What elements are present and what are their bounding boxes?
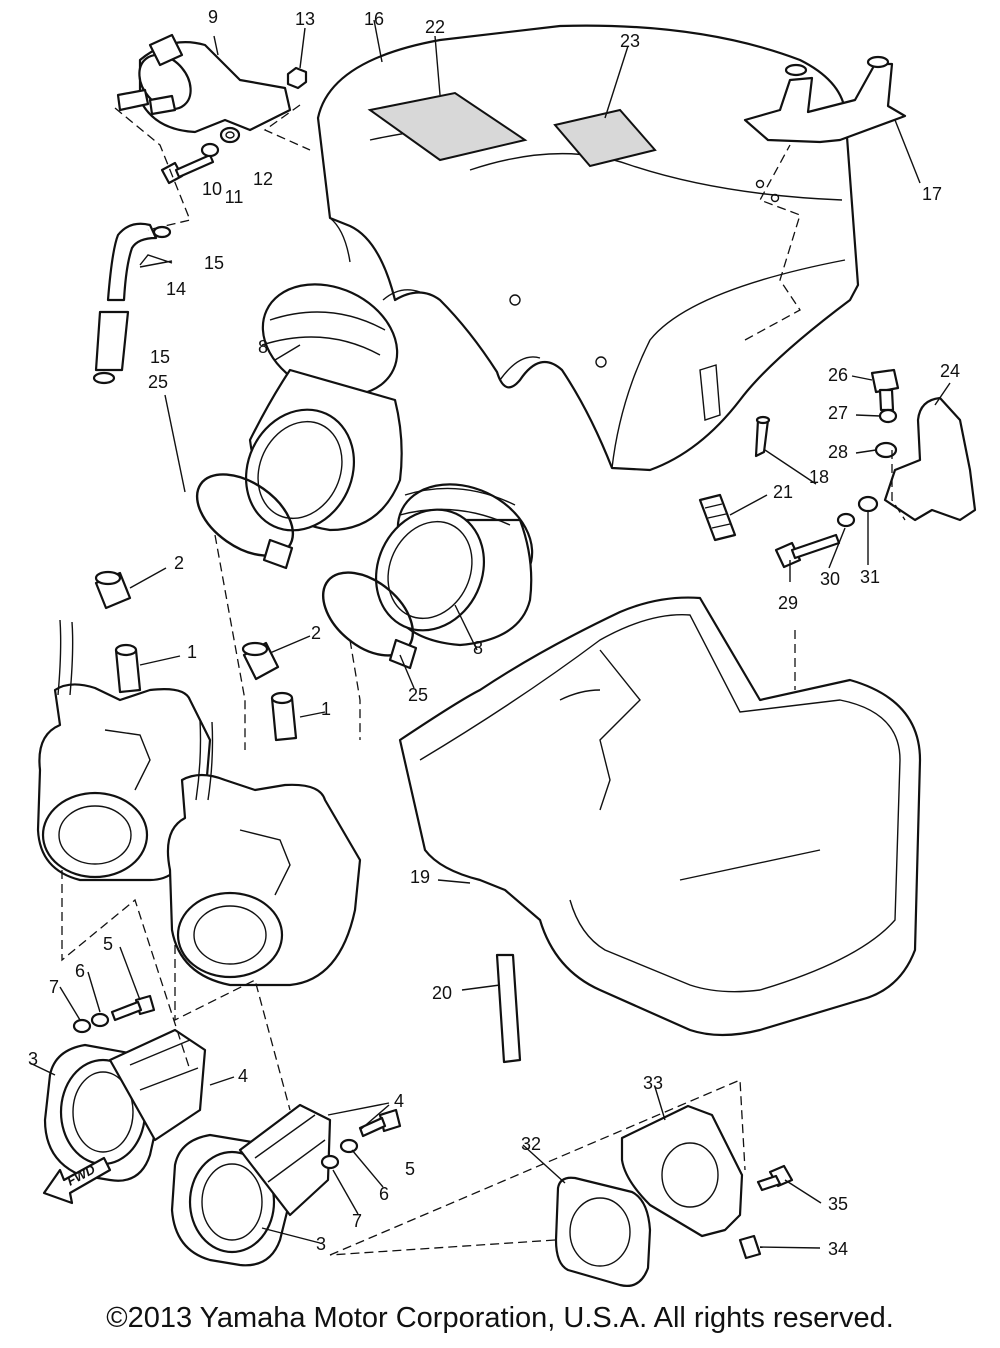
callout-23: 23 [620,31,640,51]
washer-part-27 [878,408,898,424]
cover-grille-part-22 [367,91,528,162]
clip-part-15-bottom [92,371,116,385]
callout-15: 15 [150,347,170,367]
callout-34: 34 [828,1239,848,1259]
callout-12: 12 [253,169,273,189]
washer-part-11 [200,142,220,158]
callout-33: 33 [643,1073,663,1093]
callout-5: 5 [103,934,113,954]
bolt-part-26 [870,368,900,412]
callout-6: 6 [75,961,85,981]
bolt-part-5-left [110,994,156,1022]
joint-part-4-left [108,1028,207,1142]
bolt-part-5-right [358,1108,402,1138]
callout-2: 2 [311,623,321,643]
exploded-parts-diagram: FWD [28,7,977,1287]
nut-part-7-left [72,1018,92,1034]
callout-27: 27 [828,403,848,423]
air-joint-part-8-upper [244,283,403,532]
callout-8: 8 [258,337,268,357]
washer-part-12 [219,126,241,144]
callout-29: 29 [778,593,798,613]
air-box-cover-part-16 [316,24,860,472]
callout-1: 1 [321,699,331,719]
adapter-part-33 [620,1104,744,1238]
callout-labels: 1 1 2 2 3 3 4 4 5 5 6 6 7 7 8 8 9 10 11 … [28,7,960,1259]
washer-part-30 [836,512,856,528]
copyright-notice: ©2013 Yamaha Motor Corporation, U.S.A. A… [106,1302,894,1334]
callout-3: 3 [316,1234,326,1254]
callout-30: 30 [820,569,840,589]
callout-3: 3 [28,1049,38,1069]
callout-31: 31 [860,567,880,587]
callout-24: 24 [940,361,960,381]
washer-part-31 [857,495,879,513]
air-joint-part-8-lower [374,483,534,647]
callout-15: 15 [204,253,224,273]
callout-10: 10 [202,179,222,199]
hose-clamp-part-25-lower [321,571,418,670]
hose-part-14 [94,222,158,372]
callout-5: 5 [405,1159,415,1179]
callout-2: 2 [174,553,184,573]
callout-8: 8 [473,638,483,658]
gasket-part-32 [554,1176,652,1287]
callout-35: 35 [828,1194,848,1214]
callout-4: 4 [394,1091,404,1111]
nut-part-7-right [320,1154,340,1170]
callout-20: 20 [432,983,452,1003]
washer-part-6-left [90,1012,110,1028]
callout-1: 1 [187,642,197,662]
callout-11: 11 [225,187,244,207]
nut-part-13 [286,66,308,90]
clip-part-21 [698,493,737,542]
joint-part-4-right [238,1103,332,1217]
collar-part-28 [874,441,898,459]
callout-21: 21 [773,482,793,502]
callout-22: 22 [425,17,445,37]
bolt-part-29 [774,533,841,569]
callout-25: 25 [148,372,168,392]
bolt-part-10 [160,153,215,185]
drain-hose-part-20 [495,953,522,1064]
air-box-case-part-19 [398,596,922,1037]
callout-9: 9 [208,7,218,27]
callout-25: 25 [408,685,428,705]
callout-19: 19 [410,867,430,887]
bolt-part-34 [738,1234,762,1260]
callout-26: 26 [828,365,848,385]
callout-28: 28 [828,442,848,462]
callout-4: 4 [238,1066,248,1086]
callout-13: 13 [295,9,315,29]
valve-part-9 [116,33,292,134]
hose-clamp-part-25-upper [195,473,295,570]
callout-32: 32 [521,1134,541,1154]
cap-part-2-mid [241,641,280,681]
callout-16: 16 [364,9,384,29]
cover-grille-part-23 [553,108,657,168]
callout-7: 7 [352,1211,362,1231]
cap-part-2-top [94,570,132,610]
callout-7: 7 [49,977,59,997]
callout-18: 18 [809,467,829,487]
grommet-part-18 [754,415,771,458]
callout-17: 17 [922,184,942,204]
assembly-lines [61,104,906,1256]
callout-6: 6 [379,1184,389,1204]
bracket-part-24 [883,396,977,522]
clip-part-15-top [152,225,172,239]
forward-direction-arrow: FWD [42,1156,112,1205]
leader-lines [29,19,951,1249]
carburetor-right [166,719,362,987]
callout-14: 14 [166,279,186,299]
carburetor-left [36,619,212,882]
washer-part-6-right [339,1138,359,1154]
plunger-part-1-right [270,691,298,742]
manifold-part-3-right [170,1133,294,1267]
pipe-bracket-part-17 [743,55,907,144]
plunger-part-1-left [114,643,142,694]
bolt-part-35 [756,1164,794,1192]
